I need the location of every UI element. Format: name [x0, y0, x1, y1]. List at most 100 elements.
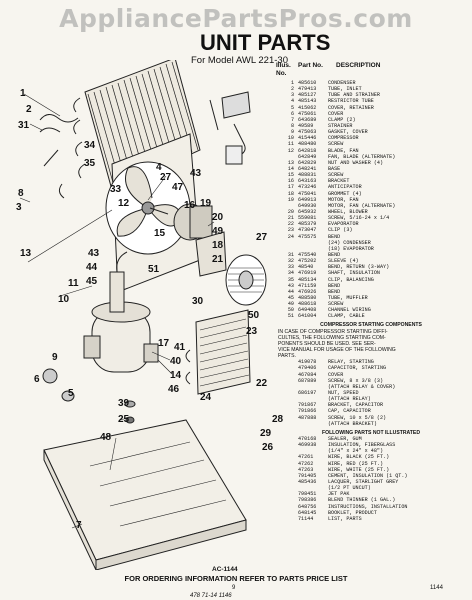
part-number: 485610	[298, 80, 317, 86]
parts-row: (1/2 PT UNCUT)	[276, 485, 466, 491]
part-number: 687889	[298, 377, 317, 384]
part-description: BRACKET, CAPACITOR	[328, 402, 384, 409]
callout-49: 49	[212, 226, 224, 237]
callout-43: 43	[88, 248, 100, 259]
parts-row: (ATTACH RELAY)	[276, 396, 466, 402]
compressor	[83, 251, 159, 373]
part-description: CONDENSER	[328, 80, 356, 86]
illus-number: 50	[287, 307, 294, 314]
part-number: 47262	[298, 460, 314, 467]
section-note: PARTS.	[278, 353, 296, 360]
part-number: 473047	[298, 227, 317, 234]
part-number: 645932	[298, 208, 317, 215]
part-number: 475063	[298, 129, 317, 136]
section-note: CULTIES, THE FOLLOWING STARTING COM-	[278, 334, 386, 341]
callout-27: 27	[160, 172, 172, 183]
base-pan	[43, 419, 247, 570]
part-description: BOOKLET, PRODUCT	[328, 509, 377, 516]
callout-16: 16	[184, 200, 196, 211]
illus-number: 6	[290, 110, 294, 117]
section-heading: FOLLOWING PARTS NOT ILLUSTRATED	[322, 429, 420, 436]
part-number: 485127	[298, 92, 317, 99]
part-number: 47261	[298, 454, 314, 461]
part-description: BEND	[328, 251, 341, 258]
part-description: JET PAK	[328, 491, 350, 498]
part-description: WIRE, BLACK (25 FT.)	[328, 454, 390, 461]
page-stamp: 1144	[430, 585, 443, 591]
column-illus-no: Illus. No.	[276, 62, 291, 77]
part-number: 648241	[298, 165, 317, 172]
illus-number: 23	[287, 227, 294, 234]
part-description: SHAFT, INSULATION	[328, 270, 380, 277]
illus-number: 19	[287, 196, 294, 203]
part-description: LACQUER, STARLIGHT GREY	[328, 479, 399, 485]
illus-number: 14	[287, 165, 294, 172]
illus-number: 4	[290, 98, 294, 105]
part-description: BEND	[328, 288, 341, 295]
callout-13: 13	[20, 248, 32, 259]
leader-lines	[19, 93, 215, 529]
callout-35: 35	[84, 158, 96, 169]
callout-2: 2	[26, 104, 32, 115]
part-description: ANTICIPATOR	[328, 184, 362, 191]
illus-number: 45	[287, 294, 294, 301]
part-number: 415062	[298, 104, 317, 111]
part-number: 467084	[298, 371, 317, 378]
parts-row: (24) CONDENSER	[276, 240, 466, 246]
section-note: IN CASE OF COMPRESSOR STARTING DIFFI-	[278, 328, 388, 335]
exploded-diagram	[19, 60, 267, 570]
part-description: COVER	[328, 110, 344, 117]
callout-12: 12	[118, 198, 130, 209]
page-title: UNIT PARTS	[200, 30, 331, 55]
callout-41: 41	[174, 342, 186, 353]
illus-number: 43	[287, 282, 294, 289]
callout-23: 23	[246, 326, 258, 337]
illus-number: 7	[290, 116, 294, 123]
callout-22: 22	[256, 378, 268, 389]
section-note: VICE MANUAL FOR USAGE OF THE FOLLOWING	[278, 347, 396, 354]
part-number: 643163	[298, 178, 317, 185]
part-number: 415446	[298, 135, 317, 142]
callout-31: 31	[18, 120, 30, 131]
part-number	[298, 421, 328, 427]
parts-row: (18) EVAPORATOR	[276, 246, 466, 252]
part-description: NUT, SPEED	[328, 390, 359, 397]
illus-number: 20	[287, 208, 294, 215]
illus-number: 31	[287, 251, 294, 258]
part-description: CLAMP, CABLE	[328, 313, 365, 320]
part-number: 485134	[298, 276, 317, 283]
condenser-tubing	[39, 114, 79, 199]
callout-18: 18	[212, 240, 224, 251]
illus-number: 5	[290, 104, 294, 111]
part-description: GROMMET (4)	[328, 190, 362, 197]
part-number: 559081	[298, 215, 317, 222]
illus-number: 11	[287, 141, 294, 148]
part-description: (18) EVAPORATOR	[328, 245, 374, 252]
callout-4: 4	[156, 162, 162, 173]
part-number: 470168	[298, 436, 317, 443]
callout-45: 45	[86, 276, 98, 287]
callout-9: 9	[52, 352, 58, 363]
part-description: BASE	[328, 165, 341, 172]
part-number: 642849	[298, 153, 317, 160]
illus-number: 8	[290, 122, 294, 129]
blower-wheel	[225, 254, 267, 306]
part-description: FAN, BLADE (ALTERNATE)	[328, 153, 396, 160]
